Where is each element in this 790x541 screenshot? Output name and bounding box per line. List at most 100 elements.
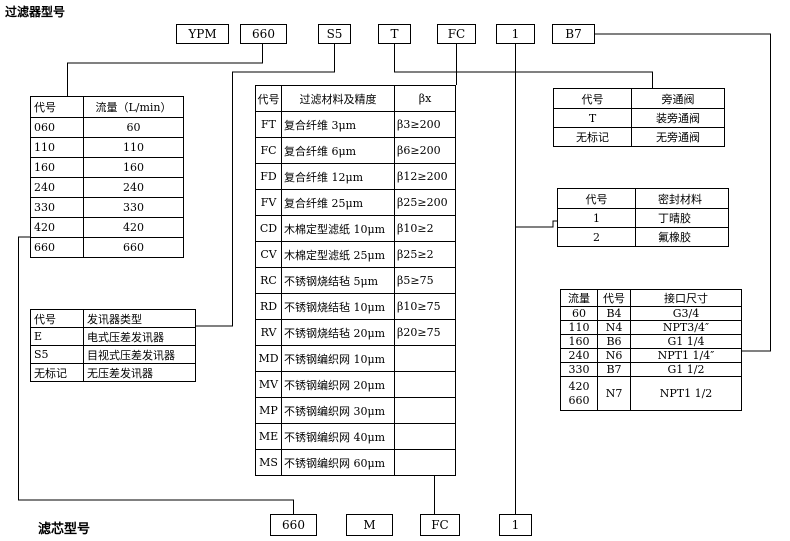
table-cell: β10≥75 — [394, 293, 456, 320]
code-box-port: B7 — [552, 24, 595, 44]
table-cell: FT — [255, 111, 282, 138]
table-cell: β10≥2 — [394, 215, 456, 242]
table-cell: 不锈钢编织网 30μm — [281, 397, 395, 424]
table-cell: 2 — [557, 227, 636, 247]
table-cell: E — [30, 327, 84, 346]
table-cell: 240 — [83, 177, 184, 198]
table-cell: 无旁通阀 — [631, 127, 725, 147]
code-box-indicator: S5 — [318, 24, 351, 44]
table-header-row: 流量 代号 接口尺寸 — [560, 289, 742, 307]
line-seal-branch — [515, 220, 557, 228]
table-header-cell: 代号 — [553, 88, 632, 109]
table-cell: 复合纤维 12μm — [281, 163, 395, 190]
table-cell: 60 — [560, 306, 598, 321]
table-cell: FC — [255, 137, 282, 164]
element-model-title: 滤芯型号 — [38, 522, 91, 537]
table-cell: 1 — [557, 208, 636, 228]
table-cell: 110 — [83, 137, 184, 158]
table-cell: 660 — [30, 237, 84, 258]
table-cell — [394, 345, 456, 372]
table-cell: N6 — [597, 348, 631, 363]
table-cell: 060 — [30, 117, 84, 138]
table-cell: β6≥200 — [394, 137, 456, 164]
code-box-material: FC — [437, 24, 476, 44]
table-cell: RD — [255, 293, 282, 320]
table-cell: N4 — [597, 320, 631, 335]
table-cell: ME — [255, 423, 282, 450]
table-cell: 160 — [83, 157, 184, 178]
code-box-series: YPM — [176, 24, 229, 44]
table-cell: 电式压差发讯器 — [83, 327, 196, 346]
table-cell: 420 — [83, 217, 184, 238]
line-port — [595, 33, 771, 352]
table-cell: 330 — [30, 197, 84, 218]
table-cell: β3≥200 — [394, 111, 456, 138]
table-cell: RC — [255, 267, 282, 294]
code-box-seal: 1 — [496, 24, 535, 44]
element-code-seal: 1 — [499, 514, 532, 536]
table-cell: S5 — [30, 345, 84, 364]
table-header-cell: 过滤材料及精度 — [281, 85, 395, 112]
table-cell — [394, 449, 456, 476]
table-header-cell: 接口尺寸 — [630, 289, 742, 307]
table-cell: 复合纤维 25μm — [281, 189, 395, 216]
table-cell: MD — [255, 345, 282, 372]
table-cell: 不锈钢烧结毡 20μm — [281, 319, 395, 346]
table-cell: β5≥75 — [394, 267, 456, 294]
table-header-cell: 代号 — [30, 96, 84, 118]
table-cell: 木棉定型滤纸 25μm — [281, 241, 395, 268]
table-cell: 110 — [30, 137, 84, 158]
table-cell: 装旁通阀 — [631, 108, 725, 128]
table-cell: NPT3/4″ — [630, 320, 742, 335]
table-cell: CV — [255, 241, 282, 268]
table-cell: N7 — [597, 376, 631, 411]
table-cell: 160 — [560, 334, 598, 349]
table-cell: B4 — [597, 306, 631, 321]
table-cell: β20≥75 — [394, 319, 456, 346]
element-code-material: FC — [420, 514, 460, 536]
filter-model-title: 过滤器型号 — [5, 5, 66, 19]
table-header-cell: 代号 — [557, 188, 636, 209]
line-indicator — [195, 44, 335, 327]
table-cell — [394, 397, 456, 424]
table-header-cell: 代号 — [255, 85, 282, 112]
table-cell: 不锈钢编织网 10μm — [281, 345, 395, 372]
line-flow-bottom — [18, 236, 294, 514]
table-cell: 复合纤维 6μm — [281, 137, 395, 164]
table-cell: 不锈钢烧结毡 10μm — [281, 293, 395, 320]
table-header-cell: 代号 — [597, 289, 631, 307]
table-cell: 目视式压差发讯器 — [83, 345, 196, 364]
table-cell: 复合纤维 3μm — [281, 111, 395, 138]
table-cell: FD — [255, 163, 282, 190]
table-cell: β25≥2 — [394, 241, 456, 268]
table-cell: G3/4 — [630, 306, 742, 321]
table-cell: 不锈钢烧结毡 5μm — [281, 267, 395, 294]
table-header-cell: 代号 — [30, 309, 84, 328]
table-cell: G1 1/4 — [630, 334, 742, 349]
table-cell: 无标记 — [553, 127, 632, 147]
table-cell: 160 — [30, 157, 84, 178]
table-row: 无标记无旁通阀 — [553, 127, 725, 147]
table-cell: MP — [255, 397, 282, 424]
